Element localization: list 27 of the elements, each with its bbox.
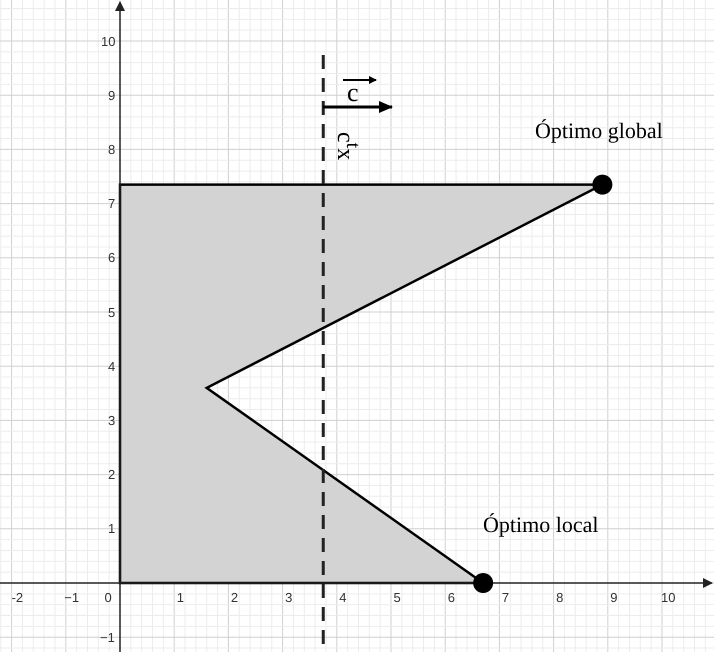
tick-label: 3 [108, 414, 116, 427]
tick-label: 9 [108, 88, 116, 102]
tick-label: −1 [100, 630, 115, 644]
tick-label: 4 [108, 360, 116, 373]
tick-label: 5 [394, 591, 401, 604]
tick-label: 0 [104, 591, 112, 604]
tick-label: 1 [176, 591, 184, 604]
point-label: Óptimo global [535, 120, 663, 142]
tick-label: 8 [108, 142, 116, 156]
tick-label: 7 [108, 197, 116, 210]
point-label: Óptimo local [483, 514, 598, 536]
tick-label: 7 [502, 591, 510, 604]
tick-label: 6 [108, 251, 116, 264]
tick-label: -2 [12, 591, 24, 604]
tick-label: 5 [108, 306, 116, 318]
tick-label: 9 [610, 591, 618, 604]
tick-label: 3 [285, 591, 292, 604]
tick-label: 10 [661, 591, 676, 604]
tick-label: 10 [101, 34, 116, 48]
vector-label: c [347, 80, 359, 106]
tick-label: 2 [230, 591, 238, 604]
tick-label: −1 [64, 591, 80, 604]
tick-label: 1 [108, 522, 116, 536]
tick-label: 6 [448, 591, 455, 604]
tick-label: 2 [108, 468, 116, 482]
tick-label: 4 [339, 591, 347, 604]
tick-label: 8 [556, 591, 564, 604]
